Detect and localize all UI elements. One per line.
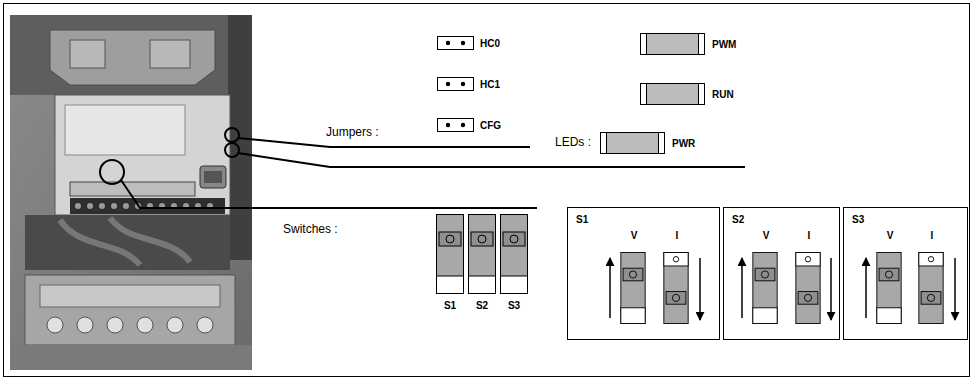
position-label: V: [887, 230, 894, 241]
direction-arrows: [610, 258, 955, 320]
switch-settings: [621, 252, 943, 323]
position-label: I: [676, 230, 679, 241]
drive-photo: [10, 15, 252, 370]
part-label: PWR: [672, 138, 695, 149]
outer-frame: [4, 4, 970, 377]
led-icons: [601, 34, 705, 154]
switch-icons: [437, 215, 528, 294]
jumper-highlight: [225, 128, 239, 142]
switch-highlight: [100, 160, 124, 184]
part-label: RUN: [712, 89, 734, 100]
part-label: LEDs :: [555, 136, 591, 149]
switch-heading: S3: [852, 214, 864, 225]
leader-lines: [100, 128, 745, 208]
switch-name: S2: [476, 300, 488, 311]
switch-name: S1: [444, 300, 456, 311]
position-label: V: [631, 230, 638, 241]
switch-heading: S1: [576, 214, 588, 225]
position-label: I: [931, 230, 934, 241]
part-label: HC1: [480, 79, 500, 90]
switch-setting-box: S1V I: [567, 207, 720, 340]
led-highlight: [225, 143, 239, 157]
part-label: PWM: [712, 39, 736, 50]
jumper-icons: [438, 37, 474, 132]
part-label: HC0: [480, 38, 500, 49]
part-label: Switches :: [283, 223, 338, 236]
position-label: I: [808, 230, 811, 241]
led-leader: [238, 153, 745, 167]
switch-heading: S2: [732, 214, 744, 225]
part-label: Jumpers :: [326, 126, 379, 139]
part-label: CFG: [480, 120, 501, 131]
switch-setting-box: S3V I: [843, 207, 968, 340]
position-label: V: [763, 230, 770, 241]
switch-setting-box: S2V I: [723, 207, 840, 340]
jumper-leader: [238, 138, 530, 147]
switch-name: S3: [508, 300, 520, 311]
switch-leader: [121, 180, 537, 208]
